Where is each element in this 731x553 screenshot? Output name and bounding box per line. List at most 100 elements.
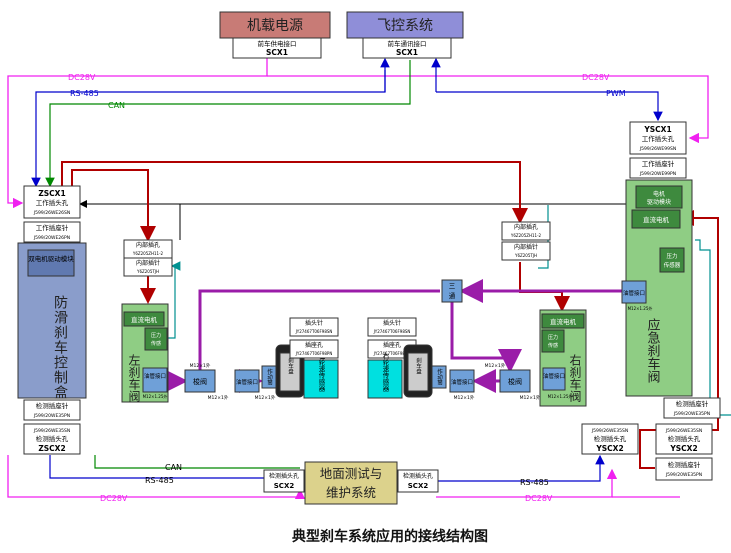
svg-text:前车通讯接口: 前车通讯接口 [388,39,427,48]
svg-text:Y6Z205TJH: Y6Z205TJH [514,253,537,258]
svg-text:PWM: PWM [606,89,626,98]
svg-text:YSCX1: YSCX1 [643,125,671,134]
svg-text:J599/26WE99SN: J599/26WE99SN [639,146,676,152]
ywork-pin: 工作插座针 J599/20WE99PN [629,157,687,179]
svg-text:梭阀: 梭阀 [193,377,207,386]
svg-text:前车供电接口: 前车供电接口 [258,39,297,48]
zwork-pin: 工作插座针 J599/20WE26PN [23,221,81,243]
svg-text:右轮速传感器: 右轮速传感器 [381,351,389,393]
svg-text:压力: 压力 [548,334,558,341]
svg-text:M12×1外: M12×1外 [255,394,276,401]
antiskid-control-box: 双电机驱动模块 防滑刹车控制盒 [17,242,87,400]
svg-text:梭阀: 梭阀 [508,377,522,386]
yscx2-connector: J599/26WE35SN 检测插头孔 YSCX2 [581,423,639,455]
svg-text:Y6Z205ZH11-2: Y6Z205ZH11-2 [510,233,542,238]
svg-text:检测插座针: 检测插座针 [36,401,69,410]
svg-text:工作插头孔: 工作插头孔 [642,134,675,143]
svg-text:左轮速传感器: 左轮速传感器 [317,351,325,393]
svg-text:JY27467T06F98SN: JY27467T06F98SN [373,329,411,334]
svg-text:插座孔: 插座孔 [305,341,323,349]
svg-text:M12×1.25外: M12×1.25外 [628,305,653,311]
tee-fitting: 三 通 [441,279,463,303]
svg-text:工作插座针: 工作插座针 [36,223,69,232]
svg-text:检测插头孔: 检测插头孔 [269,472,299,480]
svg-text:JY27467T06F98PN: JY27467T06F98PN [373,351,411,356]
svg-text:作动筒: 作动筒 [436,368,443,387]
left-brake-valve: 直流电机 压力 传感 左刹车阀 油管接口 M12×1.25外 [121,303,169,403]
diagram-title: 典型刹车系统应用的接线结构图 [292,528,488,545]
svg-text:直流电机: 直流电机 [550,317,577,326]
svg-text:Y6Z205ZH11-2: Y6Z205ZH11-2 [132,251,164,256]
svg-text:通: 通 [449,291,456,300]
svg-text:机载电源: 机载电源 [247,18,303,34]
svg-text:RS-485: RS-485 [520,478,549,487]
svg-text:工作插座针: 工作插座针 [642,159,675,168]
svg-text:J599/20WE35PN: J599/20WE35PN [673,411,710,417]
svg-text:油管接口: 油管接口 [236,378,258,386]
svg-text:油管接口: 油管接口 [144,372,166,380]
svg-text:M12×1.25外: M12×1.25外 [143,393,168,399]
svg-text:插座孔: 插座孔 [383,341,401,349]
svg-text:Y6Z205TJH: Y6Z205TJH [136,269,159,274]
svg-text:内部插孔: 内部插孔 [136,241,160,249]
svg-text:电机: 电机 [653,190,665,198]
svg-text:内部插孔: 内部插孔 [514,223,538,231]
svg-text:作动筒: 作动筒 [266,368,273,387]
svg-text:传感器: 传感器 [664,261,681,269]
right-inner-connector: 内部插孔 Y6Z205ZH11-2 内部插针 Y6Z205TJH [501,221,551,261]
left-sensor-connectors: 插头针 JY27467T06F98SN 插座孔 JY27467T06F98PN [289,317,339,359]
svg-text:双电机驱动模块: 双电机驱动模块 [28,254,74,263]
svg-text:直流电机: 直流电机 [131,315,158,324]
svg-text:J599/20WE35PN: J599/20WE35PN [33,413,70,419]
svg-text:DC28V: DC28V [582,73,610,82]
left-inner-connector: 内部插孔 Y6Z205ZH11-2 内部插针 Y6Z205TJH [123,239,173,277]
svg-text:M12×1外: M12×1外 [520,394,541,401]
power-unit: 机载电源 前车供电接口 SCX1 [219,11,331,59]
svg-text:右刹车阀: 右刹车阀 [568,353,582,403]
svg-text:直流电机: 直流电机 [643,215,670,224]
ztest-pin: 检测插座针 J599/20WE35PN [23,399,81,421]
left-oil-port: 油管接口 M12×1外 [234,369,276,401]
svg-text:DC28V: DC28V [525,494,553,503]
signal-labels: DC28V DC28V RS-485 CAN PWM CAN RS-485 RS… [68,73,626,503]
yscx2-side-connector: J599/26WE35SN 检测插头孔 YSCX2 检测插座针 J599/20W… [655,423,713,481]
svg-text:JY27467T06F98PN: JY27467T06F98PN [295,351,333,356]
svg-text:应急刹车阀: 应急刹车阀 [645,317,661,383]
emergency-brake-valve: 电机 驱动模块 直流电机 压力 传感器 油管接口 M12×1.25外 应急刹车阀 [621,179,693,397]
flight-control-unit: 飞控系统 前车通讯接口 SCX1 [346,11,464,59]
dc28v-wires [7,58,709,500]
svg-text:压力: 压力 [151,332,161,339]
svg-text:J599/20WE35PN: J599/20WE35PN [665,472,702,478]
svg-text:检测插头孔: 检测插头孔 [594,434,627,443]
zscx2-connector: J599/26WE35SN 检测插头孔 ZSCX2 [23,423,81,455]
svg-text:ZSCX2: ZSCX2 [38,444,65,453]
svg-text:三: 三 [449,282,456,290]
svg-text:内部插针: 内部插针 [136,259,160,267]
svg-text:J599/26WE35SN: J599/26WE35SN [665,428,702,434]
right-shuttle-valve: 梭阀 M12×1外 M12×1外 [485,362,541,401]
svg-text:YSCX2: YSCX2 [669,444,697,453]
yscx1-connector: YSCX1 工作插头孔 J599/26WE99SN [629,121,687,155]
svg-text:检测插头孔: 检测插头孔 [36,434,69,443]
svg-text:地面测试与: 地面测试与 [320,466,383,481]
ground-test-unit: 地面测试与 维护系统 检测插头孔 SCX2 检测插头孔 SCX2 [263,461,439,505]
svg-text:传感: 传感 [548,342,558,349]
svg-text:CAN: CAN [165,463,182,472]
svg-text:J599/26WE35SN: J599/26WE35SN [591,428,628,434]
svg-text:插头针: 插头针 [305,319,323,327]
svg-text:检测插头孔: 检测插头孔 [403,472,433,480]
svg-text:DC28V: DC28V [68,73,96,82]
svg-text:检测插头孔: 检测插头孔 [668,434,701,443]
rs485-wires [31,57,663,482]
svg-text:SCX2: SCX2 [408,482,429,490]
ytest-pin: 检测插座针 J599/20WE35PN [663,397,721,419]
svg-text:M12×1外: M12×1外 [454,394,475,401]
svg-text:J599/26WE26SN: J599/26WE26SN [33,210,70,216]
svg-text:SCX2: SCX2 [274,482,295,490]
link-wires [79,200,628,240]
svg-text:检测插座针: 检测插座针 [668,460,701,469]
svg-text:M12×1.25外: M12×1.25外 [548,393,573,399]
svg-text:油管接口: 油管接口 [543,372,565,380]
zscx1-connector: ZSCX1 工作插头孔 J599/26WE26SN [23,185,81,219]
